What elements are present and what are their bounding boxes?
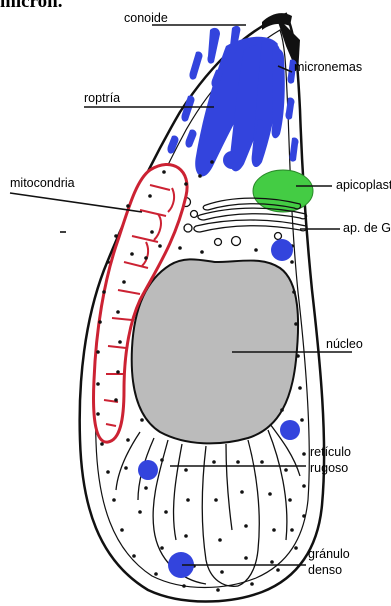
label-conoide: conoide [124, 11, 168, 25]
label-nucleo: núcleo [326, 337, 363, 351]
label-reticulo-2: rugoso [310, 461, 348, 475]
header-fragment: micron. [0, 0, 62, 12]
label-roptria: roptría [84, 91, 120, 105]
label-reticulo-1: retículo [310, 445, 351, 459]
dense-granule [138, 460, 158, 480]
label-granulo-1: gránulo [308, 547, 350, 561]
label-apicoplasto: apicoplasto [336, 178, 391, 192]
label-micronemas: micronemas [294, 60, 362, 74]
dense-granule [271, 239, 293, 261]
label-golgi: ap. de Golgi [343, 221, 391, 235]
label-granulo-2: denso [308, 563, 342, 577]
label-mitocondria: mitocondria [10, 176, 75, 190]
dense-granule [280, 420, 300, 440]
